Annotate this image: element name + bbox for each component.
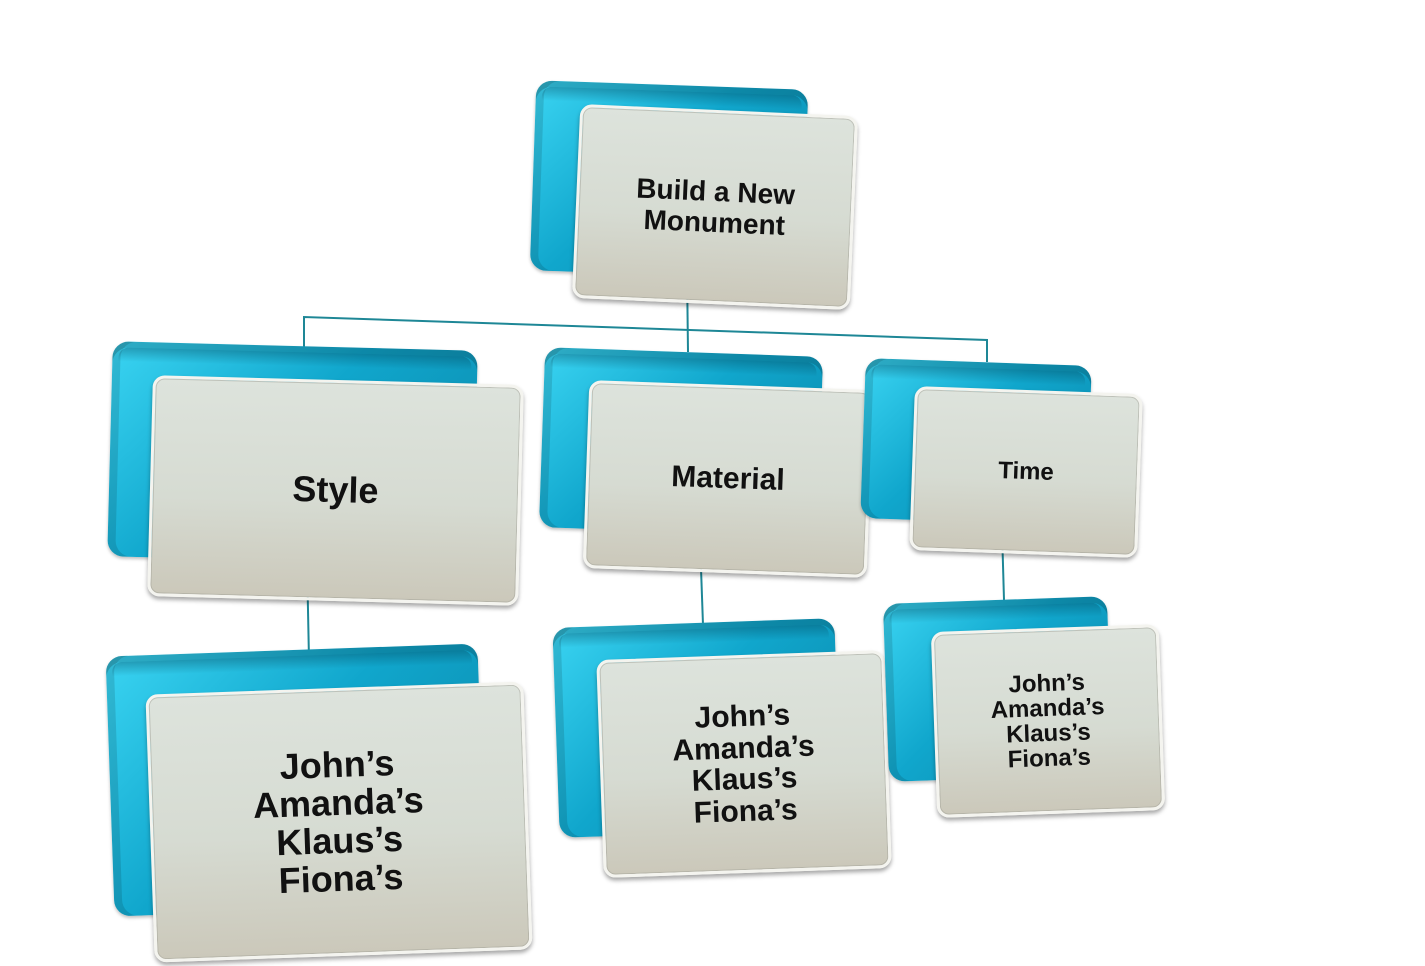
style-label: Style (291, 468, 380, 512)
root-box: Build a New Monument (571, 104, 859, 310)
style-box: Style (147, 375, 524, 606)
material-member-3: Klaus’s (691, 761, 798, 798)
style-members-box: John’s Amanda’s Klaus’s Fiona’s (145, 681, 533, 963)
time-label: Time (997, 456, 1055, 486)
material-box: Material (582, 380, 874, 578)
material-member-4: Fiona’s (693, 792, 799, 830)
material-member-1: John’s (693, 698, 791, 735)
style-member-4: Fiona’s (277, 855, 404, 901)
material-label: Material (670, 460, 786, 498)
time-box: Time (909, 386, 1143, 558)
root-label-line2: Monument (642, 203, 786, 242)
time-members-box: John’s Amanda’s Klaus’s Fiona’s (930, 624, 1166, 818)
time-member-1: John’s (1007, 668, 1086, 698)
connector-horizontal-bus (303, 315, 988, 362)
material-members-box: John’s Amanda’s Klaus’s Fiona’s (596, 650, 892, 878)
time-member-4: Fiona’s (1007, 743, 1092, 774)
